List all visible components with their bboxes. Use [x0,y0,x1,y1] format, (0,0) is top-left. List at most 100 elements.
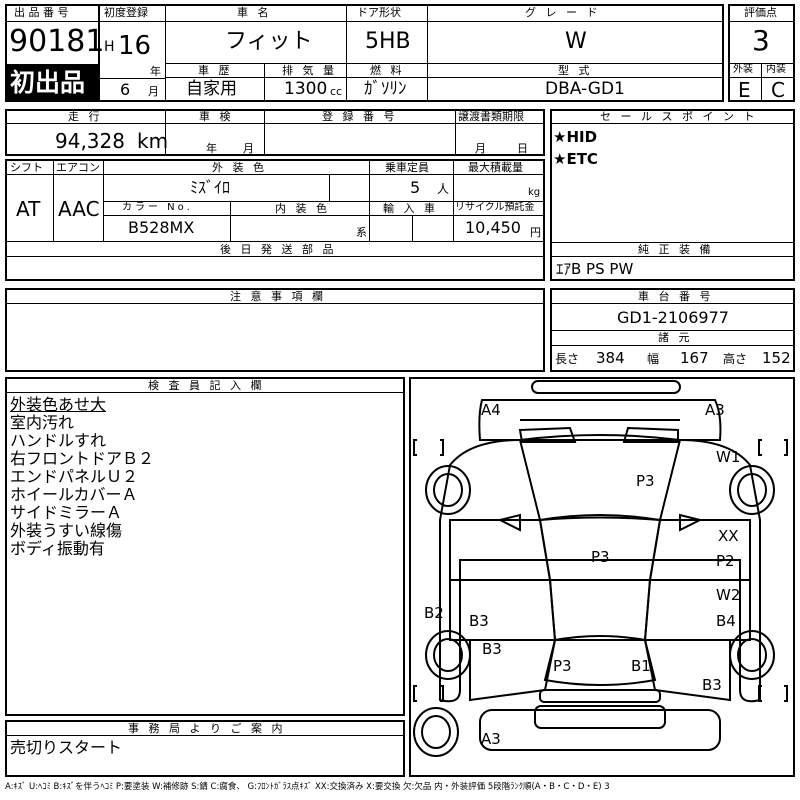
note-item: ホイールカバーＡ [10,485,138,504]
width-label: 幅 [647,352,660,366]
first-reg-label: 初度登録 [104,6,148,19]
first-listing-badge [5,64,98,102]
note-item: 外装うすい線傷 [10,521,123,540]
max-load-unit: kg [528,187,541,198]
damage-mark-b2: B2 [424,604,444,622]
ext-color-label: 外 装 色 [212,161,267,174]
damage-mark-w2: W2 [716,586,741,604]
door-label: ドア形状 [357,6,401,19]
fuel-label: 燃 料 [370,64,405,77]
lot-number: 90181 [9,24,105,59]
width-value: 167 [680,349,709,367]
model-name: フィット [225,29,313,54]
damage-mark-b3-rear-right: B3 [702,676,722,694]
color-no-value: B528MX [128,218,195,237]
recycle-value: 10,450 [465,218,521,237]
header-panel [5,4,724,102]
length-value: 384 [596,349,625,367]
recycle-unit: 円 [530,226,541,239]
legend-footer: A:ｷｽﾞ U:ﾍｺﾐ B:ｷｽﾞを伴うﾍｺﾐ P:要塗装 W:補修跡 S:錆 … [5,782,610,792]
note-item: ハンドルすれ [10,431,107,450]
chassis-label: 車 台 番 号 [638,290,714,303]
capacity-label: 乗車定員 [385,161,429,174]
inspection-month-unit: 月 [243,142,254,155]
grade-value: W [565,29,587,54]
int-color-unit: 系 [356,226,367,239]
color-no-label: カラー No. [122,202,193,213]
score-value: 3 [752,24,770,57]
history-label: 車 歴 [198,64,233,77]
exterior-grade: E [738,78,751,102]
office-panel [5,720,405,777]
caution-panel [5,288,545,372]
model-code-label: 型 式 [558,64,593,77]
reg-month: 6 [120,80,131,99]
ext-color-value: ﾐｽﾞｲﾛ [190,178,231,197]
month-unit: 月 [148,85,159,98]
inspector-notes: 外装色あせ大 室内汚れ ハンドルすれ 右フロントドアＢ２ エンドパネルＵ２ ホイ… [10,396,154,558]
damage-mark-p3-hood: P3 [636,472,655,490]
reg-no-label: 登 録 番 号 [322,110,398,123]
damage-diagram-panel [409,377,795,777]
spec-panel [5,159,545,281]
ac-label: エアコン [56,161,100,174]
height-value: 152 [762,349,791,367]
note-item: 右フロントドアＢ２ [10,449,155,468]
mileage-label: 走 行 [68,110,103,123]
mileage-value: 94,328 [55,129,125,153]
note-item: 室内汚れ [10,413,75,432]
sales-points-label: セ ー ル ス ポ イ ン ト [600,110,758,123]
damage-mark-p2: P2 [716,552,735,570]
chassis-number: GD1-2106977 [617,308,729,327]
inspection-year-unit: 年 [206,142,217,155]
damage-mark-b3-rear-left: B3 [482,640,502,658]
note-item: エンドパネルＵ２ [10,467,139,486]
dims-label: 諸 元 [658,331,693,344]
displacement-unit: cc [330,85,343,98]
model-code-value: DBA-GD1 [545,79,625,99]
door-value: 5HB [365,29,411,54]
genuine-equipment-value: ｴｱB PS PW [556,260,634,278]
year-unit: 年 [150,65,161,78]
history-value: 自家用 [186,79,237,99]
lot-number-label: 出 品 番 号 [14,6,69,19]
later-parts-label: 後 日 発 送 部 品 [220,243,337,256]
length-label: 長さ [555,352,580,366]
damage-mark-a3-rear: A3 [481,730,501,748]
note-item: サイドミラーＡ [10,503,123,522]
interior-label: 内装 [766,64,786,75]
inspection-label: 車 検 [199,110,234,123]
damage-mark-p3-roof: P3 [591,548,610,566]
note-item: 外装色あせ大 [10,395,107,414]
sales-points-panel [550,109,795,281]
damage-mark-b3-left: B3 [469,612,489,630]
height-label: 高さ [723,352,748,366]
model-name-label: 車 名 [237,6,272,19]
max-load-label: 最大積載量 [468,161,523,174]
score-label: 評価点 [744,6,777,19]
fuel-value: ｶﾞｿﾘﾝ [364,79,407,99]
import-label: 輸 入 車 [383,202,438,215]
reg-year: 16 [118,31,152,61]
genuine-equipment-label: 純 正 装 備 [638,243,714,256]
damage-mark-a4: A4 [481,401,501,419]
displacement-label: 排 気 量 [282,64,337,77]
damage-mark-b1: B1 [631,657,651,675]
sales-point-item: ★ETC [553,150,598,168]
interior-grade: C [771,78,785,102]
note-item: ボディ振動有 [10,539,105,558]
damage-mark-a3-front: A3 [705,401,725,419]
transfer-label: 譲渡書類期限 [458,110,524,123]
int-color-label: 内 装 色 [275,202,330,215]
office-note: 売切りスタート [10,738,123,757]
inspector-label: 検 査 員 記 入 欄 [148,379,265,392]
ac-value: AAC [58,197,100,221]
inspector-panel [5,377,405,716]
capacity-unit: 人 [437,182,450,196]
damage-mark-xx: XX [718,527,739,545]
era-prefix: H [104,39,115,55]
caution-label: 注 意 事 項 欄 [230,290,326,303]
recycle-label: リサイクル預託金 [455,202,535,213]
damage-mark-p3-rear: P3 [553,657,572,675]
sales-point-item: ★HID [553,128,598,146]
